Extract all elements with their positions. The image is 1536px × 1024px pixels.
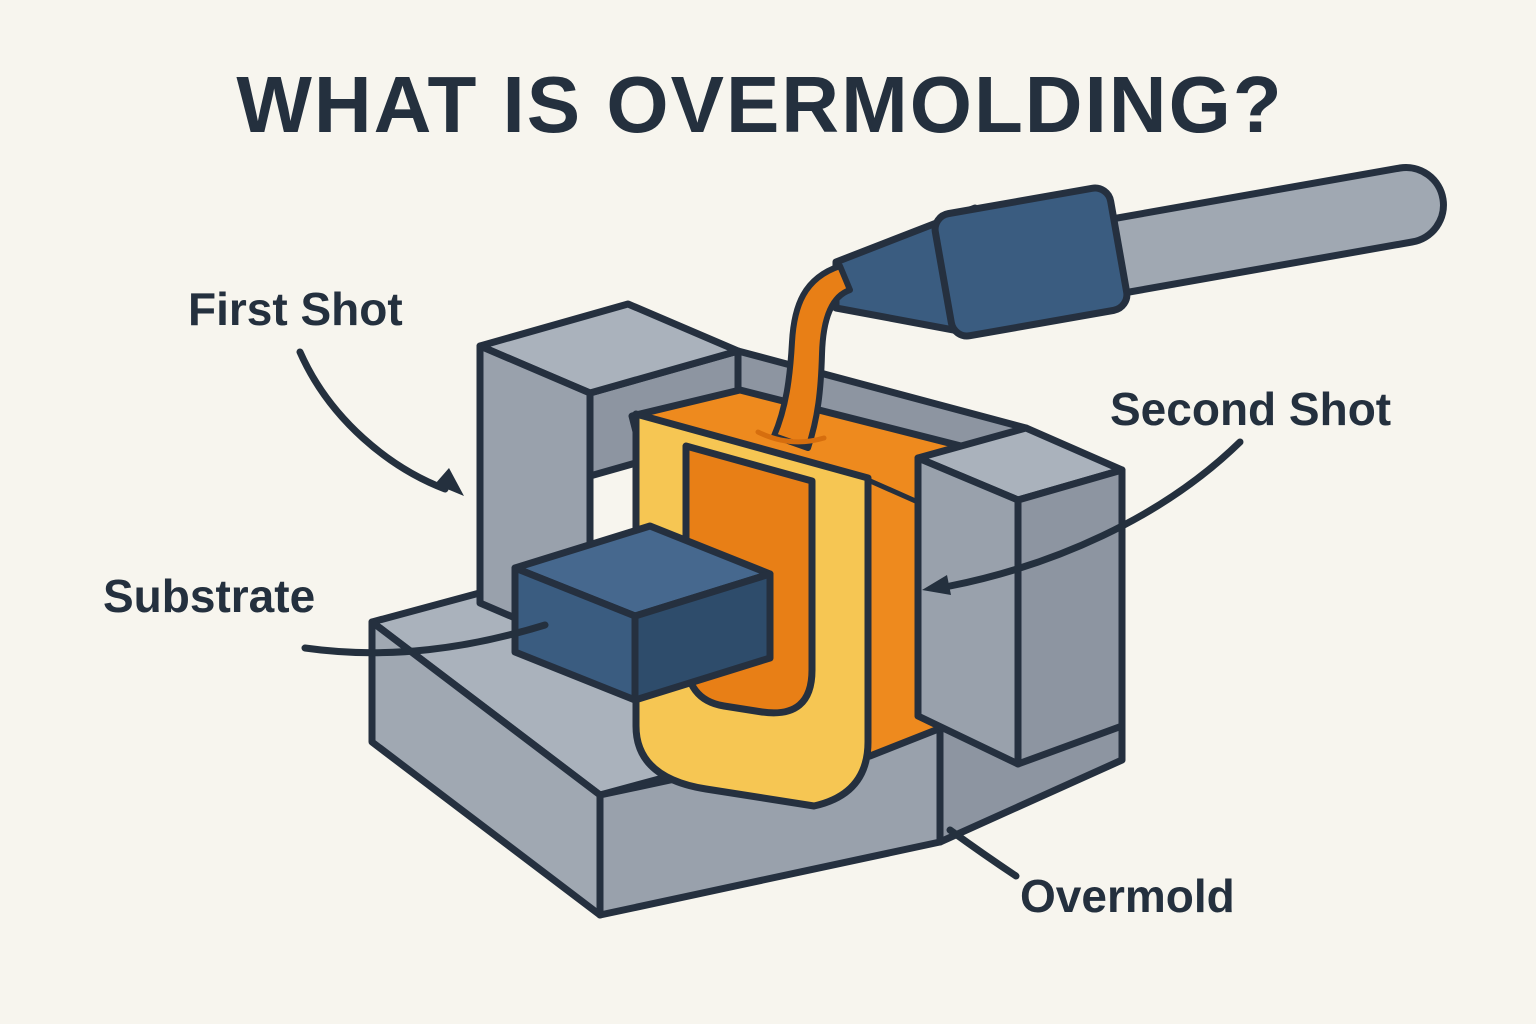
first-shot-arrowhead xyxy=(435,468,464,496)
label-first-shot: First Shot xyxy=(188,283,403,335)
label-substrate: Substrate xyxy=(103,570,315,622)
substrate-line xyxy=(301,621,549,657)
nozzle-barrel xyxy=(1068,164,1447,304)
mold-right-wall xyxy=(914,424,1126,768)
first-shot-arrow xyxy=(296,348,449,493)
injection-nozzle xyxy=(832,164,1447,340)
label-overmold: Overmold xyxy=(1020,870,1235,922)
label-second-shot: Second Shot xyxy=(1110,383,1391,435)
right-wall-front-face xyxy=(914,454,1022,768)
substrate-side-face xyxy=(631,570,774,704)
right-wall-side-face xyxy=(1014,466,1126,768)
page-title: WHAT IS OVERMOLDING? xyxy=(236,60,1283,149)
overmold-line xyxy=(946,826,1020,880)
second-shot-arrow xyxy=(946,438,1244,590)
fill-edge-line xyxy=(865,477,923,506)
second-shot-arrowhead xyxy=(922,575,951,595)
substrate-block xyxy=(511,522,774,704)
stream-splash-line xyxy=(755,429,827,445)
nozzle-collar xyxy=(931,184,1131,340)
